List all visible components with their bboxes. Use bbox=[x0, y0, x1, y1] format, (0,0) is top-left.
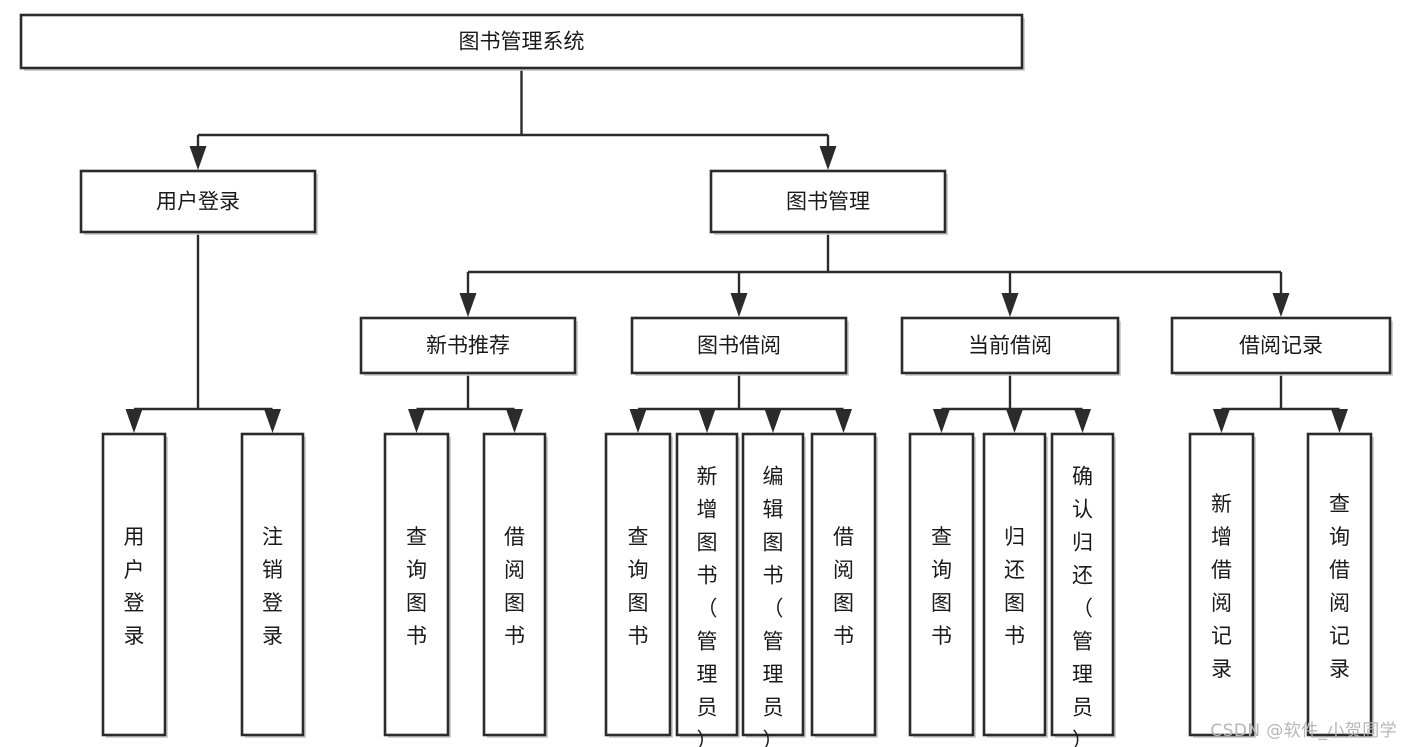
node-label: 图书管理 bbox=[786, 190, 870, 214]
edge-group-current_borrow bbox=[933, 373, 1091, 433]
node-leaf-borrow-book-2[interactable]: 借阅图书 bbox=[810, 432, 878, 738]
node-box[interactable] bbox=[982, 432, 1047, 737]
node-leaf-logout[interactable]: 注销登录 bbox=[240, 432, 306, 738]
node-label: 图书管理系统 bbox=[459, 30, 585, 54]
node-label: 确认归还（管理员） bbox=[1072, 465, 1093, 747]
watermark-label: CSDN @软件_小贺同学 bbox=[1210, 721, 1397, 741]
node-user-login[interactable]: 用户登录 bbox=[79, 169, 318, 235]
node-leaf-edit-book[interactable]: 编辑图书（管理员） bbox=[741, 432, 806, 747]
node-book-manage[interactable]: 图书管理 bbox=[709, 169, 948, 235]
node-box[interactable] bbox=[900, 316, 1120, 375]
node-label: 编辑图书（管理员） bbox=[763, 465, 784, 747]
node-leaf-query-book-2[interactable]: 查询图书 bbox=[604, 432, 673, 738]
node-box[interactable] bbox=[19, 13, 1024, 70]
nodes-layer: 图书管理系统用户登录图书管理新书推荐图书借阅当前借阅借阅记录用户登录注销登录查询… bbox=[19, 13, 1393, 747]
node-leaf-return-book[interactable]: 归还图书 bbox=[982, 432, 1048, 738]
node-current-borrow[interactable]: 当前借阅 bbox=[900, 316, 1121, 376]
node-label: 新书推荐 bbox=[426, 334, 510, 358]
edge-group-book_manage bbox=[459, 232, 1290, 317]
node-leaf-add-record[interactable]: 新增借阅记录 bbox=[1188, 432, 1256, 738]
node-box[interactable] bbox=[79, 169, 317, 234]
node-label: 查询图书 bbox=[628, 525, 649, 648]
node-label: 当前借阅 bbox=[968, 334, 1052, 358]
node-label: 查询图书 bbox=[931, 525, 952, 648]
node-label: 图书借阅 bbox=[697, 334, 781, 358]
node-leaf-borrow-book-1[interactable]: 借阅图书 bbox=[482, 432, 548, 738]
node-box[interactable] bbox=[1306, 432, 1373, 737]
node-box[interactable] bbox=[1188, 432, 1255, 737]
node-label: 查询借阅记录 bbox=[1329, 492, 1350, 681]
node-leaf-user-login[interactable]: 用户登录 bbox=[101, 432, 168, 738]
node-box[interactable] bbox=[383, 432, 450, 737]
node-leaf-query-book-3[interactable]: 查询图书 bbox=[908, 432, 976, 738]
node-box[interactable] bbox=[908, 432, 975, 737]
node-label: 借阅图书 bbox=[833, 525, 854, 648]
node-box[interactable] bbox=[630, 316, 848, 375]
node-leaf-add-book[interactable]: 新增图书（管理员） bbox=[675, 432, 740, 747]
node-label: 注销登录 bbox=[262, 525, 283, 648]
edge-group-user_login bbox=[125, 232, 281, 433]
node-label: 借阅图书 bbox=[504, 525, 525, 648]
node-box[interactable] bbox=[359, 316, 577, 375]
node-root[interactable]: 图书管理系统 bbox=[19, 13, 1025, 71]
node-leaf-query-book-1[interactable]: 查询图书 bbox=[383, 432, 451, 738]
node-label: 用户登录 bbox=[124, 525, 145, 648]
node-label: 用户登录 bbox=[156, 190, 240, 214]
node-label: 新增图书（管理员） bbox=[697, 465, 718, 747]
node-new-book-rec[interactable]: 新书推荐 bbox=[359, 316, 578, 376]
node-book-borrow[interactable]: 图书借阅 bbox=[630, 316, 849, 376]
node-box[interactable] bbox=[709, 169, 947, 234]
node-borrow-record[interactable]: 借阅记录 bbox=[1170, 316, 1393, 376]
node-label: 借阅记录 bbox=[1239, 334, 1323, 358]
node-box[interactable] bbox=[604, 432, 672, 737]
node-box[interactable] bbox=[1170, 316, 1392, 375]
edge-group-new_book_rec bbox=[408, 373, 523, 433]
node-label: 新增借阅记录 bbox=[1211, 492, 1232, 681]
node-box[interactable] bbox=[810, 432, 877, 737]
node-box[interactable] bbox=[675, 432, 739, 737]
node-box[interactable] bbox=[101, 432, 167, 737]
node-label: 归还图书 bbox=[1004, 525, 1025, 648]
edge-group-borrow_record bbox=[1213, 373, 1348, 433]
node-box[interactable] bbox=[240, 432, 305, 737]
node-box[interactable] bbox=[482, 432, 547, 737]
edge-group-book_borrow bbox=[629, 373, 852, 433]
edge-group-root bbox=[189, 68, 837, 170]
node-box[interactable] bbox=[741, 432, 805, 737]
node-label: 查询图书 bbox=[406, 525, 427, 648]
node-box[interactable] bbox=[1050, 432, 1115, 737]
node-leaf-confirm-return[interactable]: 确认归还（管理员） bbox=[1050, 432, 1116, 747]
edges-layer bbox=[125, 68, 1348, 433]
node-leaf-query-record[interactable]: 查询借阅记录 bbox=[1306, 432, 1374, 738]
